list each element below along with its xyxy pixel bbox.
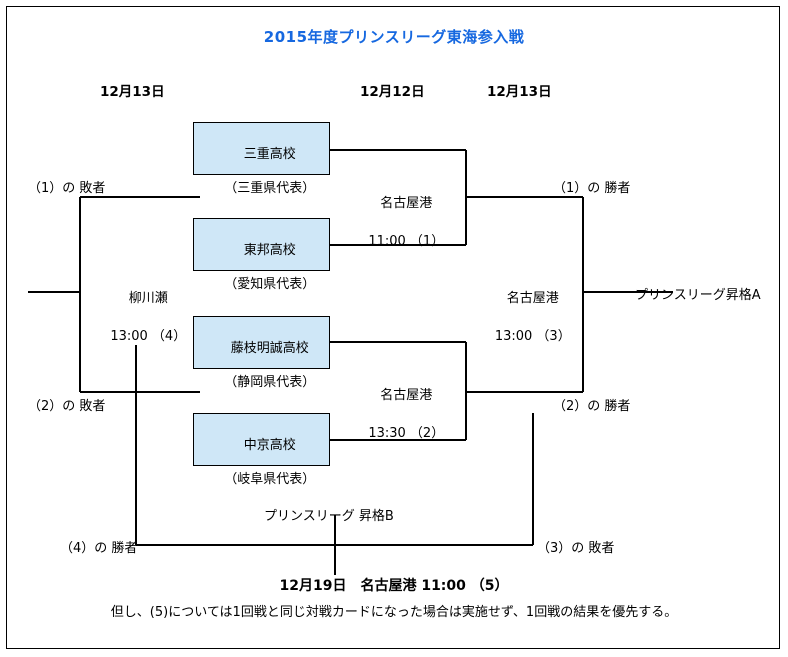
label-loser-of-1: （1）の 敗者 [28,181,106,196]
match-3-venue: 名古屋港 [506,291,559,306]
date-header-round1-left: 12月13日 [100,84,165,100]
label-loser-of-3: （3）の 敗者 [537,541,615,556]
match-2-venue: 名古屋港 [380,388,433,403]
footer-note: 但し、(5)については1回戦と同じ対戦カードになった場合は実施せず、1回戦の結果… [110,605,678,620]
team-name-1: 三重高校 [243,147,296,162]
team-name-4: 中京高校 [243,438,296,453]
promotion-label-a: プリンスリーグ昇格A [635,288,761,303]
team-name-2: 東邦高校 [243,243,296,258]
label-winner-of-2: （2）の 勝者 [553,399,631,414]
match-1: 名古屋港 11:00 （1） [330,175,466,270]
date-header-round1: 12月12日 [360,84,425,100]
footer-final-match: 12月19日 名古屋港 11:00 （5） [279,578,509,594]
team-box-4: 中京高校 （岐阜県代表） [193,413,330,487]
match-3: 名古屋港 13:00 （3） [466,270,583,365]
match-1-time: 11:00 （1） [368,234,445,249]
team-box-1: 三重高校 （三重県代表） [193,122,330,196]
date-header-final: 12月13日 [487,84,552,100]
match-2: 名古屋港 13:30 （2） [330,367,466,462]
match-3-time: 13:00 （3） [494,329,571,344]
page-title: 2015年度プリンスリーグ東海参入戦 [263,28,525,46]
label-winner-of-4: （4）の 勝者 [60,541,138,556]
team-qualifier-2: （愛知県代表） [224,277,316,292]
label-winner-of-1: （1）の 勝者 [553,181,631,196]
match-1-venue: 名古屋港 [380,196,433,211]
team-qualifier-1: （三重県代表） [224,181,316,196]
diagram-frame [6,6,780,649]
team-box-3: 藤枝明誠高校 （静岡県代表） [193,316,330,390]
team-qualifier-3: （静岡県代表） [224,375,316,390]
match-4: 柳川瀬 13:00 （4） [80,270,200,365]
label-loser-of-2: （2）の 敗者 [28,399,106,414]
team-qualifier-4: （岐阜県代表） [224,472,316,487]
team-name-3: 藤枝明誠高校 [230,341,309,356]
match-4-time: 13:00 （4） [110,329,187,344]
match-2-time: 13:30 （2） [368,426,445,441]
promotion-label-b: プリンスリーグ 昇格B [264,509,394,524]
match-4-venue: 柳川瀬 [128,291,168,306]
team-box-2: 東邦高校 （愛知県代表） [193,218,330,292]
